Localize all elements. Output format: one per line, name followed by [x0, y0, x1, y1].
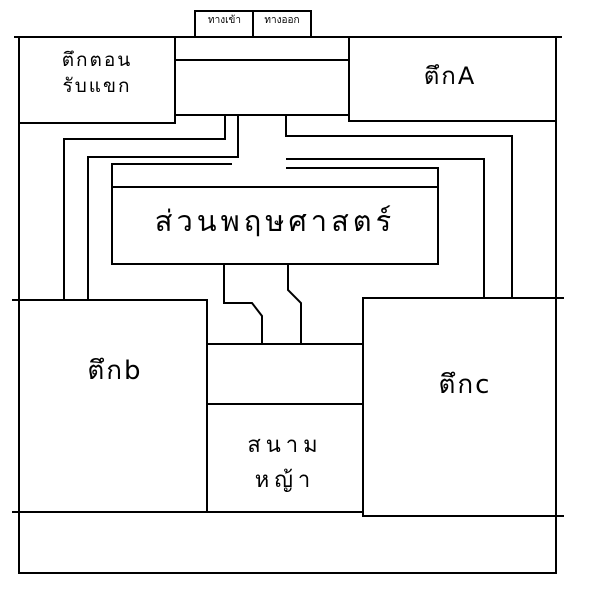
building-c-label: ตึกc	[438, 370, 492, 400]
gate-exit-label: ทางออก	[264, 15, 300, 26]
path-garden-right	[287, 264, 302, 344]
entrance-corridor	[174, 59, 350, 116]
path-garden-left	[223, 264, 263, 344]
reception-building	[18, 36, 176, 124]
building-c	[362, 297, 557, 517]
walkway-right-inner	[286, 158, 485, 298]
reception-label: ตึกตอน รับแขก	[61, 49, 133, 97]
building-b-label: ตึกb	[87, 356, 143, 386]
walkway-left-inner	[87, 115, 239, 300]
garden-label: ส่วนพฤษศาสตร์	[154, 204, 396, 238]
walkway-left-garden	[111, 163, 232, 187]
walkway-left-outer	[63, 115, 226, 300]
walkway-right-outer	[285, 115, 513, 298]
building-b	[18, 299, 208, 513]
walkway-right-garden	[286, 167, 439, 187]
building-a-label: ตึกA	[423, 62, 477, 90]
building-a	[348, 36, 557, 122]
lawn-outline	[206, 404, 364, 513]
central-corridor	[206, 343, 364, 405]
lawn-label: สนาม หญ้า	[247, 433, 323, 494]
gate-entrance-label: ทางเข้า	[208, 15, 241, 26]
garden-block	[111, 186, 439, 265]
